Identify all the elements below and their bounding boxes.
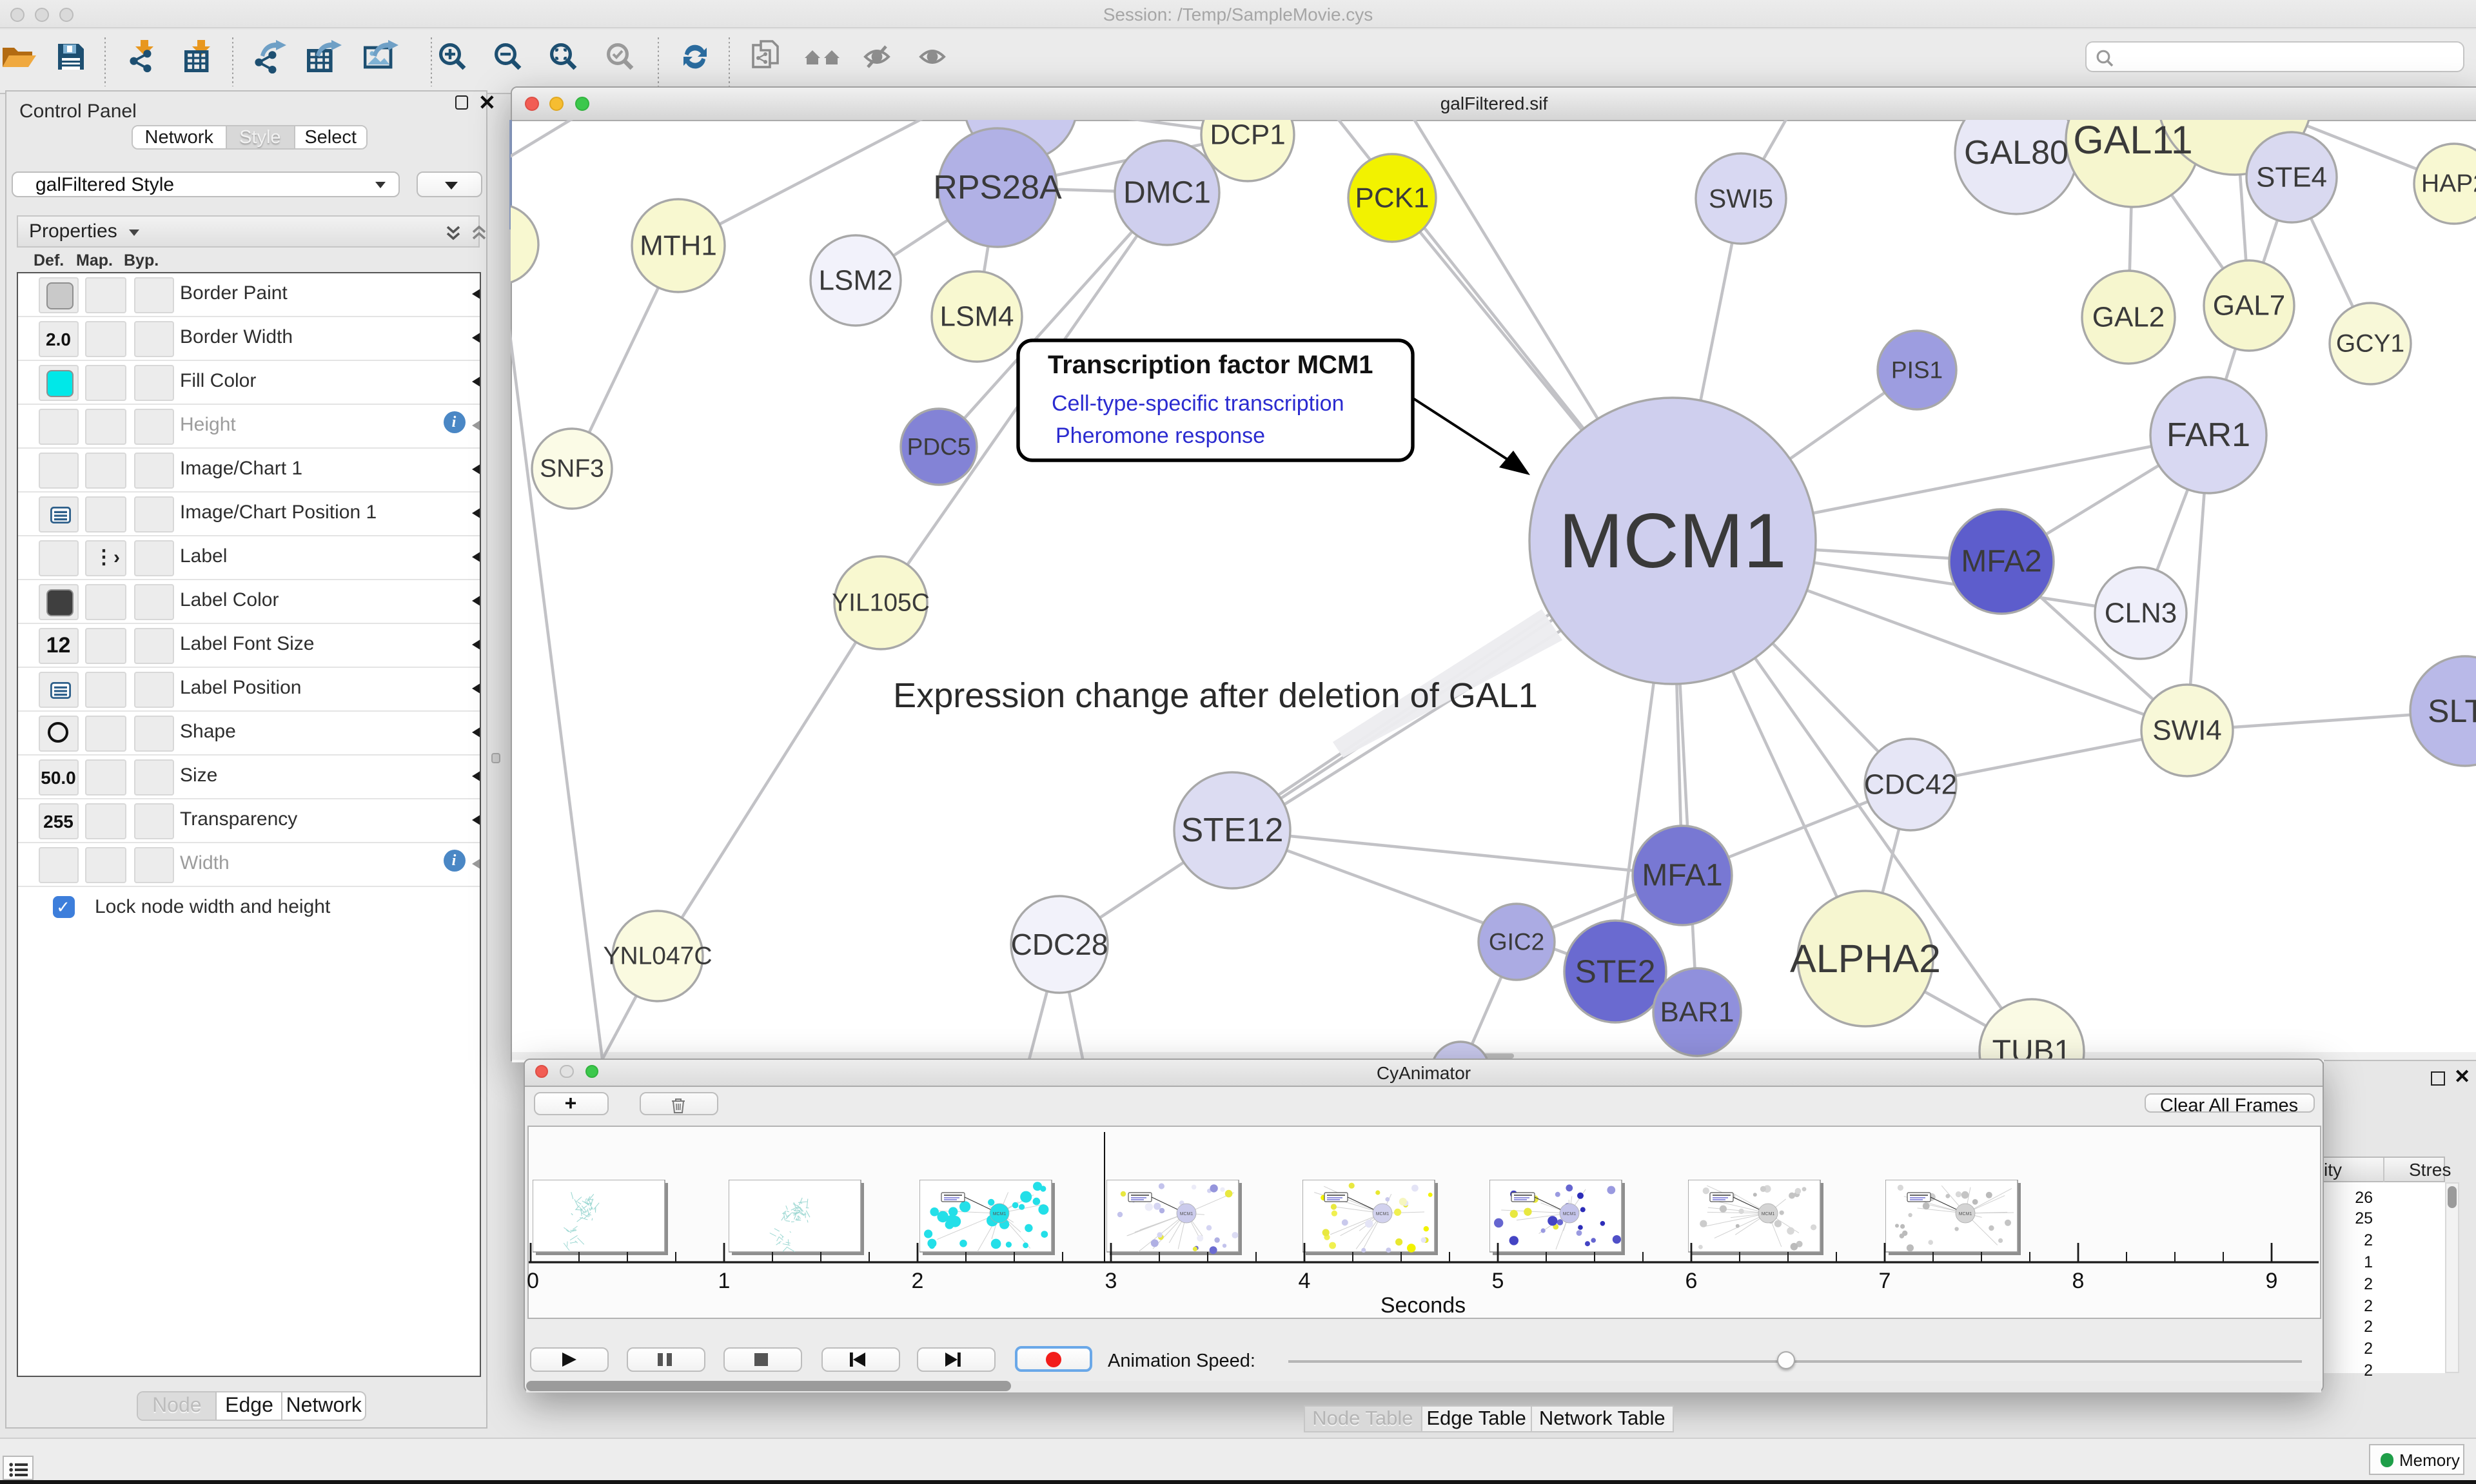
svg-text:Transcription factor MCM1: Transcription factor MCM1 [1047, 350, 1373, 378]
svg-text:GCY1: GCY1 [2335, 329, 2404, 357]
svg-text:GAL2: GAL2 [2092, 301, 2165, 333]
svg-text:RPS28A: RPS28A [932, 168, 1061, 206]
svg-text:6: 6 [1685, 1269, 1697, 1293]
svg-text:STE4: STE4 [2255, 161, 2326, 193]
svg-text:2: 2 [911, 1269, 923, 1293]
svg-text:7: 7 [1878, 1269, 1891, 1293]
svg-text:CLN3: CLN3 [2104, 597, 2177, 629]
svg-text:5: 5 [1491, 1269, 1504, 1293]
svg-text:MCM1: MCM1 [1959, 1211, 1972, 1216]
svg-text:SWI5: SWI5 [1708, 183, 1773, 213]
svg-text:MCM1: MCM1 [992, 1211, 1006, 1216]
svg-text:1: 1 [718, 1269, 730, 1293]
svg-text:GIC2: GIC2 [1488, 928, 1544, 955]
svg-text:MFA1: MFA1 [1641, 858, 1722, 892]
svg-text:MCM1: MCM1 [1179, 1211, 1193, 1216]
svg-text:YNL047C: YNL047C [602, 942, 711, 970]
svg-text:ALPHA2: ALPHA2 [1789, 936, 1940, 980]
svg-text:DMC1: DMC1 [1123, 175, 1210, 210]
svg-text:Expression change after deleti: Expression change after deletion of GAL1 [892, 676, 1537, 714]
svg-text:DCP1: DCP1 [1209, 119, 1284, 150]
svg-text:BAR1: BAR1 [1660, 996, 1734, 1028]
svg-text:0: 0 [526, 1269, 538, 1293]
svg-text:4: 4 [1298, 1269, 1310, 1293]
svg-text:PCK1: PCK1 [1355, 182, 1429, 213]
svg-text:3: 3 [1105, 1269, 1117, 1293]
svg-text:MFA2: MFA2 [1960, 544, 2041, 578]
svg-text:CDC28: CDC28 [1010, 927, 1108, 961]
svg-text:MCM1: MCM1 [1761, 1211, 1774, 1216]
svg-text:STE12: STE12 [1181, 811, 1283, 848]
svg-text:FAR1: FAR1 [2166, 416, 2250, 453]
svg-text:HAP2: HAP2 [2421, 170, 2476, 197]
svg-text:MTH1: MTH1 [639, 229, 716, 261]
svg-text:TUB1: TUB1 [1992, 1034, 2071, 1062]
svg-text:GAL11: GAL11 [2072, 119, 2192, 161]
svg-text:9: 9 [2265, 1269, 2277, 1293]
svg-text:MCM1: MCM1 [1563, 1211, 1577, 1216]
svg-text:MCM1: MCM1 [1558, 497, 1785, 583]
svg-text:PIS1: PIS1 [1891, 356, 1942, 383]
svg-text:Pheromone response: Pheromone response [1055, 423, 1264, 447]
svg-text:LSM4: LSM4 [939, 300, 1014, 332]
svg-text:SWI4: SWI4 [2152, 714, 2221, 746]
svg-text:MCM1: MCM1 [1376, 1211, 1390, 1216]
svg-text:8: 8 [2072, 1269, 2084, 1293]
svg-text:SNF3: SNF3 [539, 454, 604, 482]
svg-text:PDC5: PDC5 [907, 433, 970, 460]
svg-text:SLT2: SLT2 [2427, 692, 2476, 728]
svg-text:STE2: STE2 [1574, 953, 1655, 989]
svg-text:LSM2: LSM2 [818, 264, 892, 296]
svg-text:Cell-type-specific transcripti: Cell-type-specific transcription [1051, 391, 1344, 415]
svg-text:CDC42: CDC42 [1863, 768, 1956, 800]
svg-text:GAL80: GAL80 [1963, 133, 2068, 171]
svg-text:GAL7: GAL7 [2212, 289, 2285, 321]
svg-text:YIL105C: YIL105C [831, 589, 929, 616]
